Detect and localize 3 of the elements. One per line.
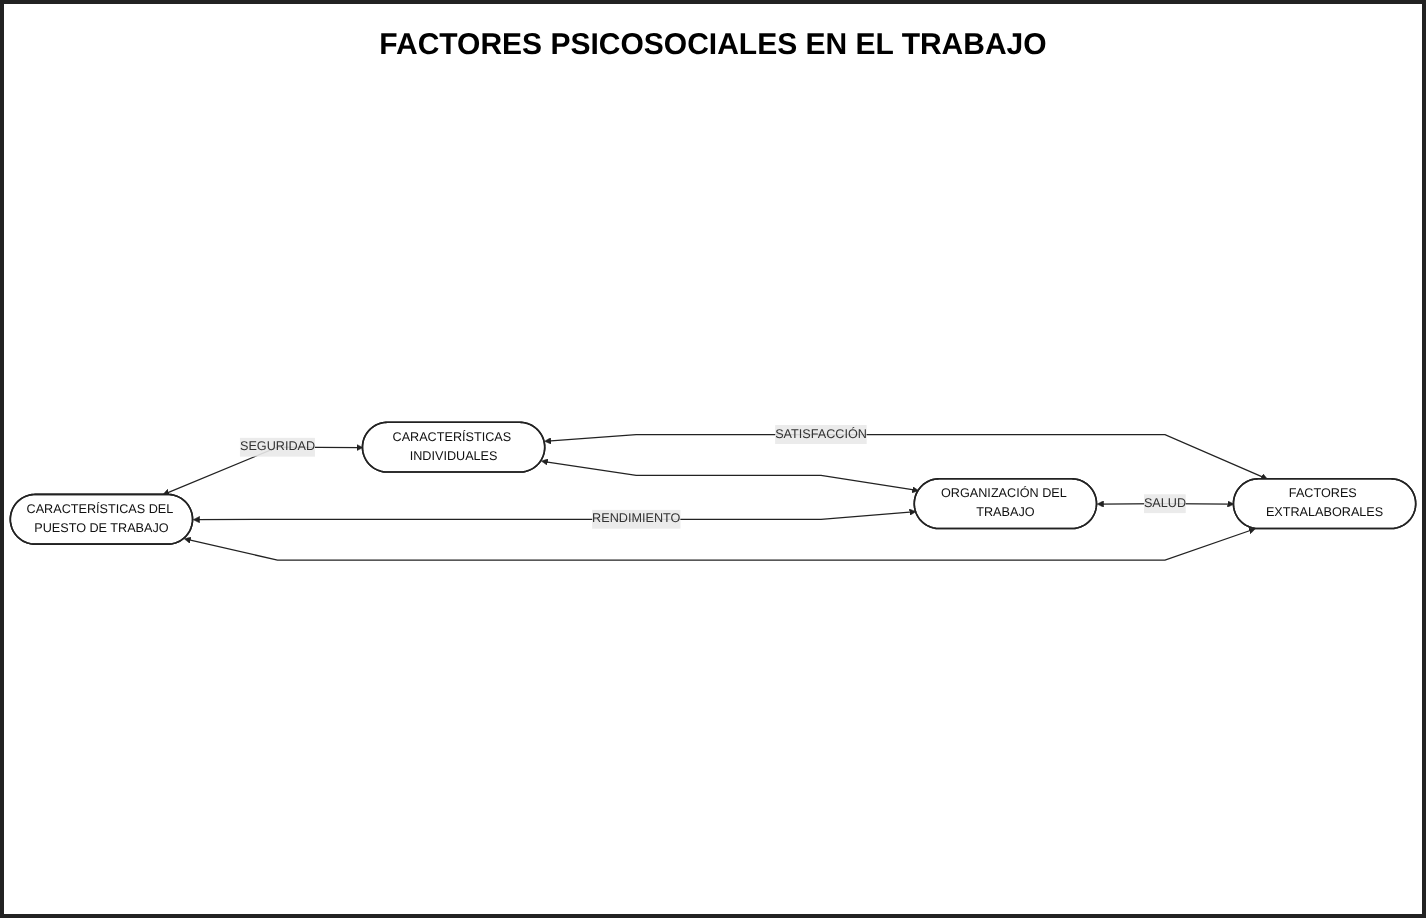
arrow (184, 528, 1256, 562)
diagram-title: FACTORES PSICOSOCIALES EN EL TRABAJO (379, 28, 1047, 62)
arrow (541, 459, 919, 494)
